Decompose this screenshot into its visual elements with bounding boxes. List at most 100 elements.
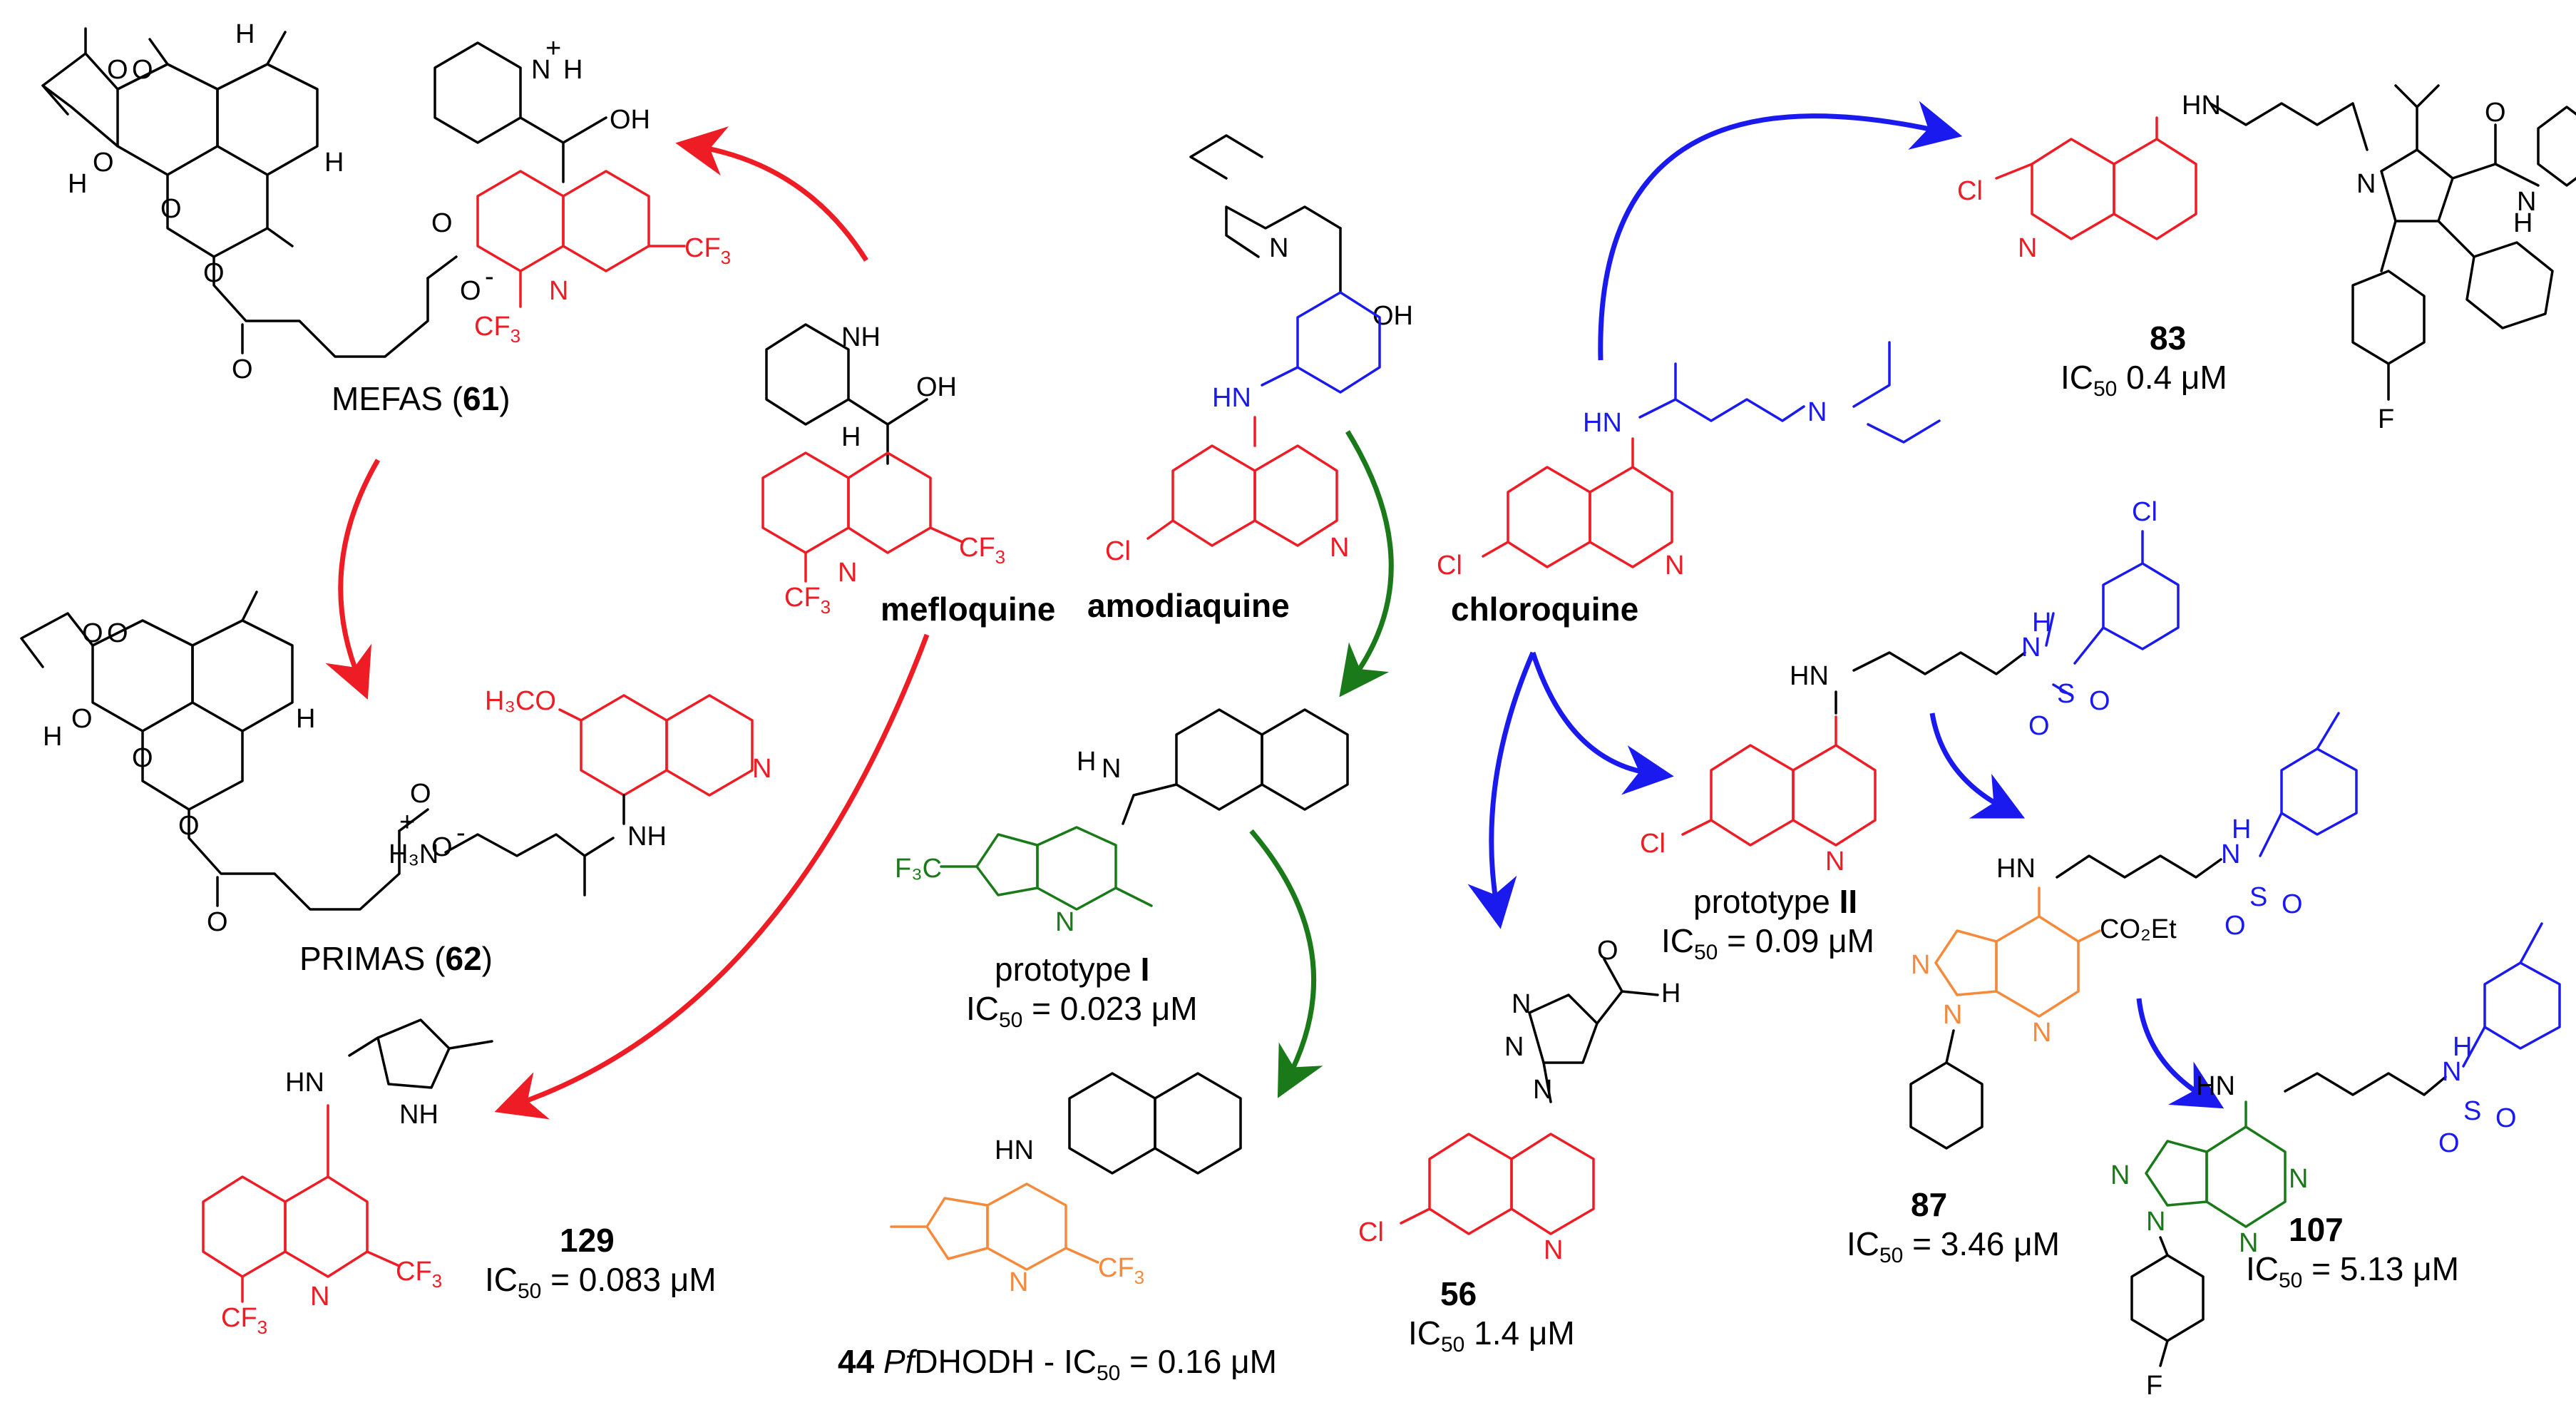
structure-44: HN N CF3 44 PfDHODH - IC50 = 0.16 μM <box>838 1072 1277 1385</box>
amodiaquine-atom-n: N <box>1269 233 1288 263</box>
c129-atom-nh: NH <box>399 1100 438 1130</box>
label-prototype2-ic50: IC50 = 0.09 μM <box>1661 922 1874 964</box>
amodiaquine-atom-cl: Cl <box>1105 536 1131 566</box>
mefas-atom-h: H <box>563 55 583 85</box>
label-c44: 44 PfDHODH - IC50 = 0.16 μM <box>838 1343 1277 1385</box>
primas-quinoline <box>558 694 754 797</box>
mefas-atom-n: N <box>549 276 568 306</box>
primas-atom-o: O <box>431 832 453 862</box>
label-prototype1-ic50: IC50 = 0.023 μM <box>966 990 1198 1032</box>
label-chloroquine: chloroquine <box>1451 591 1638 628</box>
c107-linker <box>2284 1072 2447 1096</box>
arrow-chloroquine-to-56 <box>1467 651 1536 929</box>
amodiaquine-atom-hn: HN <box>1212 383 1251 413</box>
primas-atom-h3co: H₃CO <box>485 686 556 716</box>
chloroquine-atom-cl: Cl <box>1437 551 1462 581</box>
c44-naphthyl <box>1068 1072 1242 1175</box>
proto1-naphthyl <box>1122 708 1349 825</box>
c56-atom-o: O <box>1597 936 1618 966</box>
structure-107: HN N H S O O N N N N F 107 IC50 = 5.13 μ… <box>2110 922 2561 1401</box>
c107-fluorophenyl <box>2130 1236 2205 1367</box>
primas-atom-h: H <box>43 722 62 752</box>
c107-atom-o: O <box>2495 1103 2517 1133</box>
c83-atom-o: O <box>2485 98 2506 128</box>
proto2-atom-n: N <box>1825 847 1844 877</box>
c129-triazole <box>348 1018 493 1089</box>
chloroquine-atom-n: N <box>1807 397 1827 427</box>
c83-linker-pyrrole <box>2209 84 2576 401</box>
label-c56-ic50: IC50 1.4 μM <box>1408 1314 1575 1357</box>
c87-atom-s: S <box>2249 882 2267 912</box>
chloroquine-atom-n: N <box>1665 551 1684 581</box>
chloroquine-side-chain <box>1638 341 1941 444</box>
c87-tosyl <box>2259 712 2358 857</box>
proto1-triazolopyrimidine <box>940 826 1153 911</box>
c87-atom-n: N <box>1943 1000 1962 1030</box>
c56-atom-n: N <box>1512 989 1531 1019</box>
c87-atom-o: O <box>2282 889 2303 919</box>
arrows <box>325 101 2225 1120</box>
amodiaquine-diethylamine <box>1189 134 1342 294</box>
mefas-atom-nh: N <box>531 55 550 85</box>
c44-atom-hn: HN <box>995 1135 1034 1165</box>
primas-atom-o: O <box>107 618 128 648</box>
primas-atom-o: O <box>132 743 153 773</box>
label-c87-ic50: IC50 = 3.46 μM <box>1847 1225 2060 1267</box>
proto2-sulfonamide <box>2045 530 2180 697</box>
label-c107-number: 107 <box>2289 1211 2344 1248</box>
c83-atom-f: F <box>2378 404 2394 434</box>
proto1-atom-n: N <box>1102 754 1121 784</box>
mefas-quinoline <box>476 170 686 308</box>
mefas-charge-minus: - <box>485 262 494 292</box>
c87-phenyl <box>1909 1029 1984 1150</box>
c129-atom-hn: HN <box>285 1068 324 1098</box>
c87-atom-n: N <box>1911 950 1930 980</box>
mefas-atom-o: O <box>431 208 453 238</box>
arrow-amodiaquine-to-prototype1 <box>1339 430 1394 698</box>
label-mefas: MEFAS (61) <box>332 380 510 417</box>
label-c129-number: 129 <box>560 1222 615 1259</box>
mefas-atom-oh: OH <box>610 105 650 135</box>
c56-atom-n: N <box>1544 1235 1563 1265</box>
primas-atom-n: N <box>752 754 771 784</box>
mefas-atom-h: H <box>324 148 344 178</box>
mefas-atom-o: O <box>232 354 253 384</box>
label-prototype1: prototype I <box>995 951 1149 988</box>
amodiaquine-atom-n: N <box>1330 533 1349 563</box>
structure-56: O H N N N Cl N 56 IC50 1.4 μM <box>1358 936 1680 1357</box>
primas-atom-o: O <box>71 704 93 734</box>
structure-primas: O O O H O O O H O O - H₃CO N NH H₃N + PR… <box>20 591 771 977</box>
mefloquine-quinoline <box>761 451 964 583</box>
label-c83-ic50: IC50 0.4 μM <box>2061 359 2227 401</box>
mefas-atom-o: O <box>93 148 114 178</box>
c107-atom-n: N <box>2442 1057 2461 1087</box>
mefas-atom-o: O <box>132 55 153 85</box>
c87-atom-hn: HN <box>1996 854 2036 884</box>
c56-atom-cl: Cl <box>1358 1217 1384 1247</box>
c87-linker <box>2056 854 2222 879</box>
c87-pyrazolopyridine <box>1934 887 2101 1018</box>
arrow-prototype2-to-87 <box>1929 712 2026 819</box>
primas-charge-plus: + <box>399 807 415 837</box>
c107-atom-n: N <box>2239 1228 2258 1258</box>
mefloquine-atom-cf3: CF3 <box>784 583 831 618</box>
c107-atom-h: H <box>2453 1032 2472 1062</box>
label-primas: PRIMAS (62) <box>299 940 493 977</box>
c56-quinoline <box>1400 1133 1595 1235</box>
c44-atom-n: N <box>1009 1267 1028 1297</box>
structure-129: HN NH N CF3 CF3 129 IC50 = 0.083 μM <box>202 1018 717 1338</box>
label-c87-number: 87 <box>1911 1186 1947 1223</box>
arrow-chloroquine-to-83 <box>1598 101 1963 361</box>
arrow-prototype1-to-44 <box>1249 829 1323 1098</box>
mefas-atom-cf3: CF3 <box>684 233 731 268</box>
c83-atom-h: H <box>2513 208 2533 238</box>
c44-pyrazolopyrimidine <box>890 1182 1099 1271</box>
chloroquine-atom-hn: HN <box>1583 408 1622 438</box>
mefloquine-atom-h: H <box>841 422 861 452</box>
arrow-chloroquine-to-prototype2 <box>1530 651 1674 795</box>
c107-atom-n: N <box>2110 1160 2130 1190</box>
label-c129-ic50: IC50 = 0.083 μM <box>485 1261 717 1303</box>
mefas-atom-o: O <box>460 276 481 306</box>
proto1-atom-f3c: F₃C <box>895 854 942 884</box>
